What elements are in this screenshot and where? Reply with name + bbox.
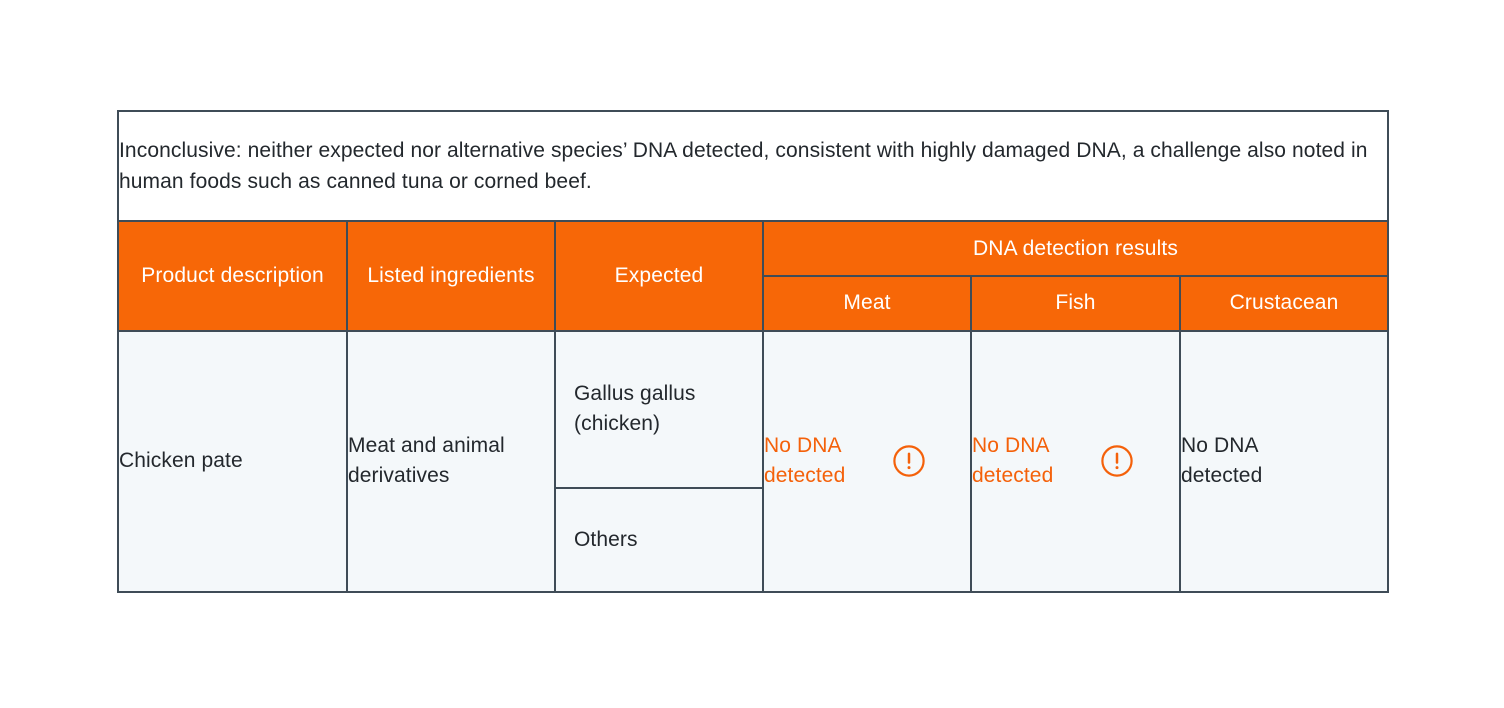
result-crustacean-text: No DNA detected <box>1181 433 1263 488</box>
column-header-expected: Expected <box>554 220 764 332</box>
cell-expected-species: Gallus gallus (chicken) <box>554 329 764 489</box>
table-caption-row: Inconclusive: neither expected nor alter… <box>116 109 1390 223</box>
cell-result-crustacean: No DNA detected <box>1178 329 1390 594</box>
result-meat-text: No DNA detected <box>764 433 846 488</box>
inconclusive-note: Inconclusive: neither expected nor alter… <box>116 109 1390 223</box>
result-fish-text: No DNA detected <box>972 433 1054 488</box>
cell-result-fish: No DNA detected <box>970 329 1181 594</box>
cell-expected-others: Others <box>554 486 764 594</box>
warning-icon <box>893 445 925 478</box>
table-header-row-primary: Product description Listed ingredients E… <box>117 220 1390 332</box>
table-row-expected-others: Others <box>118 486 1388 594</box>
dna-results-table: Inconclusive: neither expected nor alter… <box>116 109 1390 594</box>
column-header-dna-detection-results: DNA detection results <box>761 220 1390 277</box>
table-row: Chicken pate Meat and animal derivatives… <box>117 329 1390 594</box>
table-header-row-secondary: Meat Fish Crustacean <box>118 274 1390 332</box>
column-header-fish: Fish <box>970 274 1181 332</box>
column-header-crustacean: Crustacean <box>1178 274 1390 332</box>
cell-product-description: Chicken pate <box>117 329 348 594</box>
cell-result-meat: No DNA detected <box>762 329 972 594</box>
warning-icon <box>1101 445 1133 478</box>
column-header-product-description: Product description <box>117 220 348 332</box>
column-header-meat: Meat <box>762 274 972 332</box>
column-header-listed-ingredients: Listed ingredients <box>346 220 556 332</box>
cell-listed-ingredients: Meat and animal derivatives <box>346 329 556 594</box>
dna-results-table-container: Inconclusive: neither expected nor alter… <box>116 109 1390 594</box>
